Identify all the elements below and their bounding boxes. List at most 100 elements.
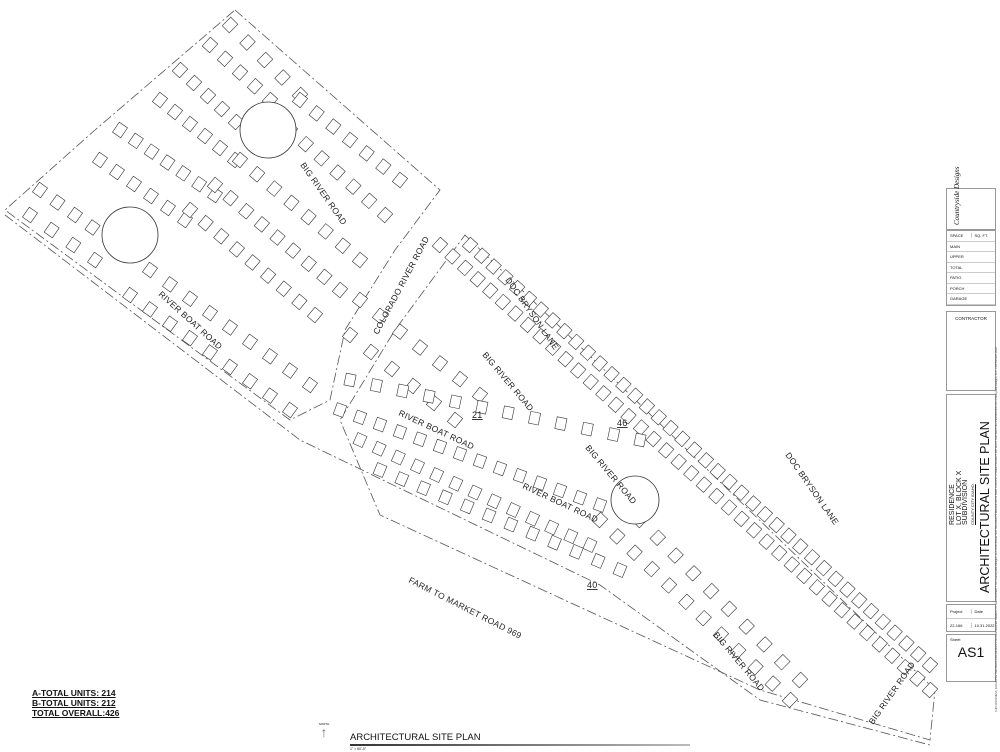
space-row: PATIO bbox=[947, 273, 995, 284]
housing-unit bbox=[702, 582, 720, 600]
housing-unit bbox=[394, 471, 410, 487]
housing-unit bbox=[65, 236, 82, 254]
housing-unit bbox=[874, 613, 891, 631]
housing-unit bbox=[783, 556, 800, 573]
north-arrow: NORTH ↑ bbox=[318, 722, 330, 740]
housing-unit bbox=[486, 493, 502, 510]
county-city-state: COUNTY CITY IDAHO bbox=[969, 484, 975, 525]
housing-unit bbox=[306, 306, 324, 324]
road-label: BIG RIVER ROAD bbox=[480, 350, 535, 413]
housing-unit bbox=[532, 301, 549, 318]
housing-unit bbox=[921, 656, 939, 674]
housing-unit bbox=[162, 276, 178, 293]
space-row: TOTAL bbox=[947, 263, 995, 273]
housing-unit bbox=[160, 199, 176, 217]
housing-unit bbox=[803, 549, 821, 566]
housing-unit bbox=[239, 34, 256, 51]
housing-unit bbox=[375, 158, 392, 175]
housing-unit bbox=[497, 269, 514, 286]
housing-unit bbox=[774, 654, 791, 671]
housing-unit bbox=[396, 383, 410, 399]
housing-unit bbox=[720, 600, 738, 618]
housing-unit bbox=[738, 618, 755, 635]
housing-unit bbox=[181, 201, 199, 219]
housing-unit bbox=[211, 139, 229, 157]
housing-unit bbox=[697, 452, 715, 469]
housing-unit bbox=[175, 165, 192, 182]
space-row: PORCH bbox=[947, 284, 995, 294]
contractor-label: CONTRACTOR bbox=[955, 316, 987, 321]
space-name: PORCH bbox=[950, 285, 965, 291]
drawing-date: 10.31.2022 bbox=[970, 622, 996, 628]
housing-unit bbox=[242, 333, 258, 351]
housing-unit bbox=[196, 127, 214, 145]
housing-unit bbox=[695, 609, 712, 627]
logo-box: Countryside Designs bbox=[946, 166, 996, 230]
housing-unit bbox=[695, 476, 713, 493]
housing-unit bbox=[758, 533, 775, 550]
housing-unit bbox=[532, 328, 549, 345]
housing-unit bbox=[657, 442, 675, 459]
housing-unit bbox=[871, 636, 888, 653]
b-total-units: B-TOTAL UNITS: 212 bbox=[32, 698, 116, 708]
housing-unit bbox=[884, 647, 901, 664]
housing-unit bbox=[246, 78, 264, 95]
housing-unit bbox=[461, 236, 479, 254]
housing-unit bbox=[547, 534, 562, 551]
housing-unit bbox=[112, 121, 128, 139]
housing-unit bbox=[791, 671, 809, 689]
housing-unit bbox=[674, 430, 691, 448]
housing-unit bbox=[607, 396, 625, 413]
housing-unit bbox=[683, 464, 700, 482]
space-name: UPPER bbox=[950, 254, 964, 260]
housing-unit bbox=[733, 510, 750, 528]
housing-unit bbox=[501, 405, 515, 420]
housing-unit bbox=[579, 344, 597, 361]
housing-unit bbox=[222, 319, 238, 336]
housing-unit bbox=[744, 495, 762, 512]
housing-unit bbox=[507, 305, 524, 322]
housing-unit bbox=[244, 254, 261, 271]
housing-unit bbox=[308, 105, 325, 122]
cul-de-sacs bbox=[101, 101, 660, 525]
housing-unit bbox=[412, 431, 428, 447]
a-total-units: A-TOTAL UNITS: 214 bbox=[32, 688, 116, 698]
housing-unit bbox=[733, 484, 750, 501]
housing-unit bbox=[660, 577, 678, 594]
north-arrow-icon: ↑ bbox=[320, 724, 328, 740]
housing-unit bbox=[222, 358, 238, 376]
housing-unit bbox=[143, 143, 160, 160]
housing-unit bbox=[509, 279, 526, 297]
housing-unit bbox=[383, 360, 401, 378]
road-label: DOC BRYSON LANE bbox=[783, 450, 841, 526]
housing-unit bbox=[481, 507, 497, 524]
housing-unit bbox=[151, 91, 169, 109]
project-info: RESIDENCE LOT X, BLOCK X SUBDIVISION COU… bbox=[949, 471, 975, 525]
road-label: BIG RIVER ROAD bbox=[866, 660, 917, 726]
housing-unit bbox=[185, 74, 203, 92]
housing-unit bbox=[201, 36, 219, 54]
housing-unit bbox=[670, 453, 687, 471]
housing-unit bbox=[238, 203, 255, 220]
housing-units bbox=[22, 16, 939, 709]
housing-unit bbox=[591, 511, 609, 529]
housing-unit bbox=[730, 642, 747, 660]
housing-unit bbox=[92, 151, 108, 169]
housing-unit bbox=[127, 132, 144, 150]
housing-unit bbox=[325, 118, 342, 135]
housing-unit bbox=[721, 473, 738, 491]
housing-unit bbox=[615, 376, 632, 394]
housing-unit bbox=[282, 401, 298, 419]
housing-unit bbox=[32, 181, 48, 199]
housing-unit bbox=[266, 180, 283, 197]
housing-unit bbox=[626, 544, 643, 561]
housing-unit bbox=[213, 228, 230, 245]
housing-unit bbox=[191, 175, 208, 193]
housing-unit bbox=[796, 567, 813, 585]
housing-unit bbox=[171, 61, 189, 79]
housing-unit bbox=[745, 522, 763, 539]
housing-unit bbox=[667, 547, 684, 564]
housing-unit bbox=[909, 670, 926, 687]
housing-unit bbox=[216, 50, 234, 67]
housing-unit bbox=[227, 113, 245, 131]
